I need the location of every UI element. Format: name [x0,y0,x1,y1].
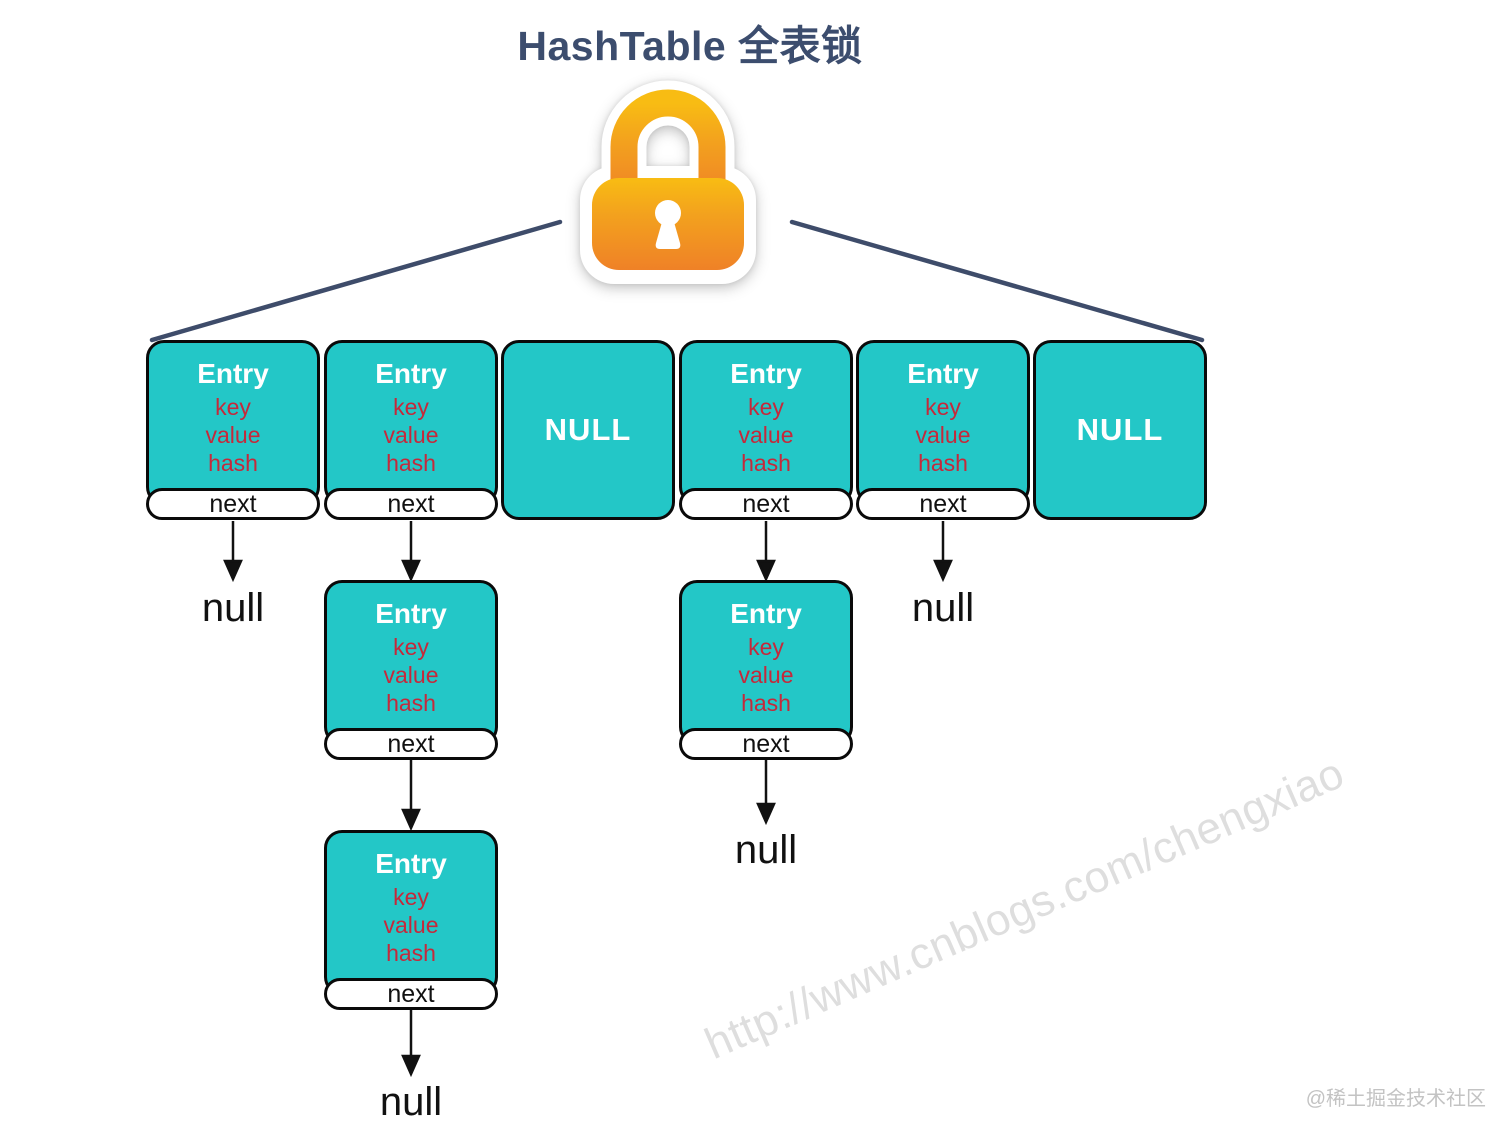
null-terminal-bucket-1: null [201,586,265,630]
entry-field-value: value [383,422,439,448]
entry-node: Entry key value hash [146,340,320,505]
padlock-icon [580,80,756,284]
entry-field-value: value [738,422,794,448]
entry-field-hash: hash [386,690,436,716]
bucket-3-null: NULL [501,340,675,520]
next-pointer: next [324,728,498,760]
entry-field-value: value [205,422,261,448]
bucket-1-entry: Entry key value hash next [146,340,320,520]
entry-field-value: value [738,662,794,688]
next-pointer: next [856,488,1030,520]
entry-field-key: key [393,884,429,910]
entry-title: Entry [730,358,802,389]
entry-field-key: key [748,634,784,660]
entry-title: Entry [730,598,802,629]
entry-node: Entry key value hash [679,340,853,505]
entry-field-value: value [383,662,439,688]
entry-field-hash: hash [918,450,968,476]
bucket-4-chain-entry-1: Entry key value hash next [679,580,853,760]
entry-field-key: key [748,394,784,420]
null-terminal-bucket-2-chain: null [379,1080,443,1124]
entry-field-key: key [925,394,961,420]
entry-field-hash: hash [386,940,436,966]
entry-node: Entry key value hash [679,580,853,745]
entry-field-value: value [383,912,439,938]
entry-field-key: key [393,634,429,660]
entry-field-key: key [393,394,429,420]
entry-title: Entry [197,358,269,389]
entry-node: Entry key value hash [324,580,498,745]
bucket-4-entry: Entry key value hash next [679,340,853,520]
bucket-6-null: NULL [1033,340,1207,520]
next-pointer: next [324,488,498,520]
next-pointer: next [324,978,498,1010]
entry-field-hash: hash [741,450,791,476]
entry-title: Entry [375,358,447,389]
entry-title: Entry [375,598,447,629]
null-terminal-bucket-4-chain: null [734,828,798,872]
entry-node: Entry key value hash [856,340,1030,505]
entry-field-hash: hash [741,690,791,716]
lock-wire-left [149,219,563,343]
bucket-2-chain-entry-1: Entry key value hash next [324,580,498,760]
next-pointer: next [146,488,320,520]
page-title: HashTable 全表锁 [517,23,863,69]
lock-wire-right [789,219,1205,343]
community-credit: @稀土掘金技术社区 [1305,1088,1486,1110]
bucket-2-entry: Entry key value hash next [324,340,498,520]
entry-node: Entry key value hash [324,340,498,505]
next-pointer: next [679,728,853,760]
entry-field-hash: hash [208,450,258,476]
entry-field-hash: hash [386,450,436,476]
next-pointer: next [679,488,853,520]
bucket-5-entry: Entry key value hash next [856,340,1030,520]
entry-title: Entry [907,358,979,389]
entry-node: Entry key value hash [324,830,498,995]
entry-title: Entry [375,848,447,879]
entry-field-key: key [215,394,251,420]
null-terminal-bucket-5: null [911,586,975,630]
entry-field-value: value [915,422,971,448]
bucket-2-chain-entry-2: Entry key value hash next [324,830,498,1010]
